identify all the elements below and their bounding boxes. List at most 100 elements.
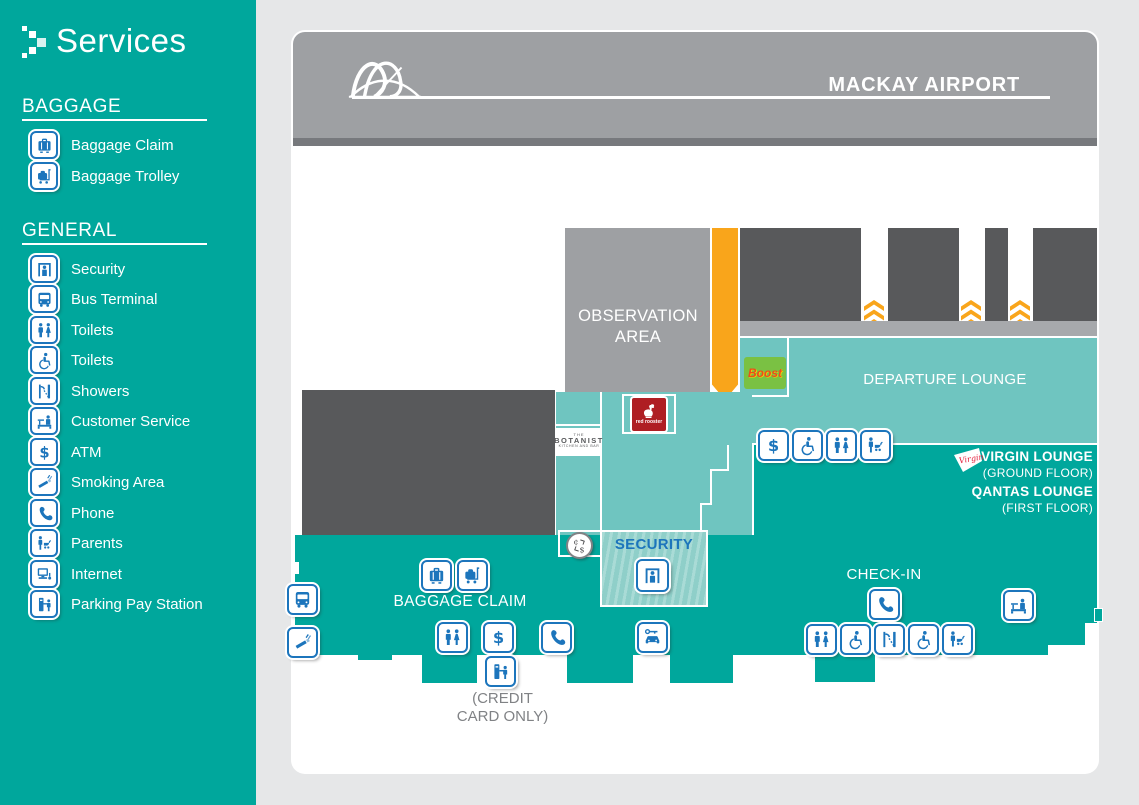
credit-card-note-line1: (CREDIT (472, 690, 533, 707)
sidebar-item-security: Security (30, 255, 125, 283)
entry-tab (815, 655, 875, 682)
check-in-label: CHECK-IN (846, 566, 922, 583)
door-marker (1094, 608, 1103, 622)
entry-tab (670, 655, 733, 683)
boost-label: Boost (748, 366, 782, 380)
qantas-lounge-floor-label: (FIRST FLOOR) (1001, 501, 1093, 515)
airport-banner (293, 32, 1097, 146)
red-rooster-label: red rooster (635, 419, 663, 425)
sidebar-item-label: Baggage Trolley (71, 167, 180, 185)
sidebar-item-parents: Parents (30, 529, 123, 557)
gate-block (888, 228, 959, 321)
sidebar-item-baggage-claim: Baggage Claim (30, 131, 174, 159)
sidebar-item-internet: Internet (30, 560, 122, 588)
virgin-lounge-label: VIRGIN LOUNGE (981, 449, 1093, 464)
divider (22, 243, 207, 245)
bus-terminal-icon (30, 285, 58, 313)
sidebar-item-label: Internet (71, 565, 122, 583)
svg-text:$: $ (493, 628, 504, 647)
baggage-claim-icon (421, 560, 452, 591)
svg-text:¢: ¢ (573, 538, 578, 547)
sidebar-item-label: Baggage Claim (71, 136, 174, 154)
svg-text:Virgin: Virgin (958, 452, 984, 465)
door-marker (292, 562, 299, 574)
wall-line (600, 392, 602, 536)
sidebar-item-smoking-area: Smoking Area (30, 468, 164, 496)
sidebar-item-toilets: Toilets (30, 316, 114, 344)
divider (22, 119, 207, 121)
botanist-pre-label: THE (573, 431, 585, 437)
sidebar-item-label: Toilets (71, 321, 114, 339)
toilets-icon (826, 430, 857, 461)
bus-terminal-icon (287, 584, 318, 615)
wall-line (710, 469, 729, 471)
boost-juice-logo: Boost (744, 357, 786, 389)
virgin-lounge-floor-label: (GROUND FLOOR) (982, 466, 1093, 480)
virgin-logo: Virgin (952, 446, 984, 474)
red-rooster-room-outline (622, 394, 676, 434)
sidebar-item-label: Parking Pay Station (71, 595, 203, 613)
sidebar-item-label: Smoking Area (71, 473, 165, 491)
botanist-logo: THE BOTANIST KITCHEN AND BAR (554, 428, 602, 454)
gate-block (740, 228, 861, 321)
sidebar-item-label: Customer Service (71, 412, 191, 430)
sidebar-item-parking-pay-station: Parking Pay Station (30, 590, 203, 618)
atm-icon: $ (30, 438, 58, 466)
customer-service-icon (1003, 590, 1034, 621)
accessible-toilet-icon (792, 430, 823, 461)
observation-area-label: OBSERVATION AREA (578, 307, 698, 346)
parking-pay-station-icon (485, 656, 516, 687)
atm-icon: $ (483, 622, 514, 653)
sidebar-item-customer-service: Customer Service (30, 407, 190, 435)
sidebar-item-label: Parents (71, 534, 123, 552)
svg-text:$: $ (39, 444, 49, 461)
accessible-toilet-icon (840, 624, 871, 655)
baggage-section-heading: BAGGAGE (22, 96, 122, 117)
departure-lounge-label: DEPARTURE LOUNGE (863, 371, 1027, 388)
gate-block (985, 228, 1008, 321)
credit-card-note: (CREDIT CARD ONLY) (425, 690, 580, 726)
car-rental-icon (637, 622, 668, 653)
baggage-claim-label: BAGGAGE CLAIM (393, 593, 527, 610)
walkway-arrow (712, 228, 738, 400)
security-label: SECURITY (614, 536, 694, 553)
gate-block (1033, 228, 1097, 321)
phone-icon (541, 622, 572, 653)
concourse-step (1085, 623, 1097, 655)
sidebar-item-label: Bus Terminal (71, 290, 158, 308)
parking-pay-station-icon (30, 590, 58, 618)
botanist-sub-label: KITCHEN AND BAR (558, 444, 600, 449)
airport-name: MACKAY AIRPORT (828, 74, 1020, 96)
sidebar-item-label: Showers (71, 382, 130, 400)
wall-line (556, 454, 602, 456)
sidebar-item-label: Security (71, 260, 126, 278)
sidebar-item-showers: Showers (30, 377, 129, 405)
sidebar-item-phone: Phone (30, 499, 114, 527)
baggage-claim-icon (30, 131, 58, 159)
sidebar-item-label: ATM (71, 443, 102, 461)
general-section-heading: GENERAL (22, 220, 118, 241)
parents-icon (942, 624, 973, 655)
departure-lounge-block (740, 338, 1097, 445)
parents-icon (30, 529, 58, 557)
smoking-area-icon (30, 468, 58, 496)
sidebar-item-label: Toilets (71, 351, 114, 369)
services-brand: Services (21, 22, 187, 60)
svg-text:$: $ (768, 436, 779, 455)
entry-tab (422, 655, 477, 683)
internet-icon (30, 560, 58, 588)
rooster-icon (639, 400, 659, 420)
qantas-lounge-label: QANTAS LOUNGE (971, 484, 1093, 499)
sidebar-item-baggage-trolley: Baggage Trolley (30, 162, 179, 190)
phone-icon (30, 499, 58, 527)
apron-strip (740, 321, 1097, 336)
security-icon (30, 255, 58, 283)
concourse-step (1048, 645, 1097, 655)
showers-icon (30, 377, 58, 405)
baggage-trolley-icon (30, 162, 58, 190)
phone-icon (869, 589, 900, 620)
services-sidebar: Services BAGGAGE Baggage Claim Baggage T… (0, 0, 256, 805)
toilets-icon (30, 316, 58, 344)
wall-line (787, 338, 789, 397)
